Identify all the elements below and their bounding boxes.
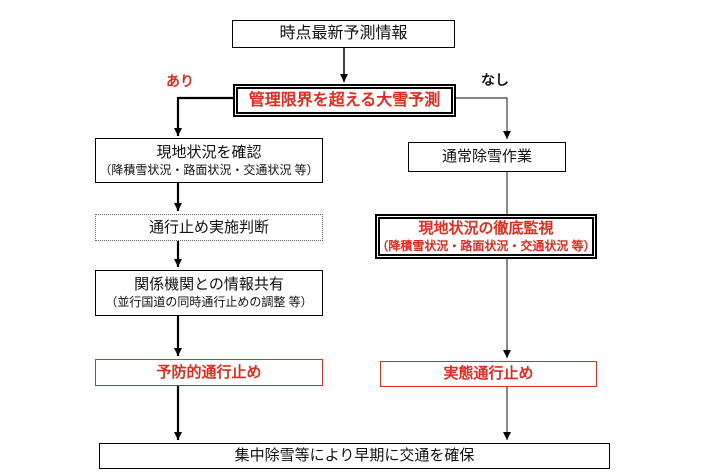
node-preventive-closure: 予防的通行止め (95, 359, 323, 386)
node-actual-closure: 実態通行止め (380, 361, 597, 387)
connector-branch-yes (174, 96, 233, 136)
node-label: 集中除雪等により早期に交通を確保 (234, 447, 475, 464)
node-closure-decision: 通行止め実施判断 (95, 214, 323, 241)
node-latest-forecast-info: 時点最新予測情報 (232, 20, 455, 48)
node-label: 現地状況の徹底監視 (418, 219, 554, 237)
node-label: 実態通行止め (443, 365, 534, 382)
node-normal-snow-removal: 通常除雪作業 (408, 142, 566, 172)
node-thorough-monitoring: 現地状況の徹底監視 （降積雪状況・路面状況・交通状況 等） (375, 214, 597, 259)
node-label: 管理限界を超える大雪予測 (248, 91, 441, 109)
node-sublabel: （並行国道の同時通行止めの調整 等） (105, 295, 313, 310)
node-sublabel: （降積雪状況・路面状況・交通状況 等） (99, 162, 319, 177)
node-label: 通行止め実施判断 (148, 218, 269, 236)
branch-label-no: なし (481, 72, 509, 88)
node-label: 時点最新予測情報 (279, 25, 408, 43)
node-check-local-conditions: 現地状況を確認 （降積雪状況・路面状況・交通状況 等） (95, 138, 323, 183)
node-label: 通常除雪作業 (441, 148, 532, 165)
branch-label-yes: あり (166, 73, 194, 89)
node-secure-traffic: 集中除雪等により早期に交通を確保 (99, 443, 610, 469)
node-heavy-snow-forecast: 管理限界を超える大雪予測 (233, 84, 456, 117)
node-sublabel: （降積雪状況・路面状況・交通状況 等） (376, 238, 596, 253)
connector-branch-no (456, 97, 511, 139)
node-info-sharing: 関係機関との情報共有 （並行国道の同時通行止めの調整 等） (95, 270, 323, 316)
node-label: 予防的通行止め (156, 363, 262, 381)
node-label: 関係機関との情報共有 (134, 276, 284, 294)
node-label: 現地状況を確認 (156, 143, 262, 161)
